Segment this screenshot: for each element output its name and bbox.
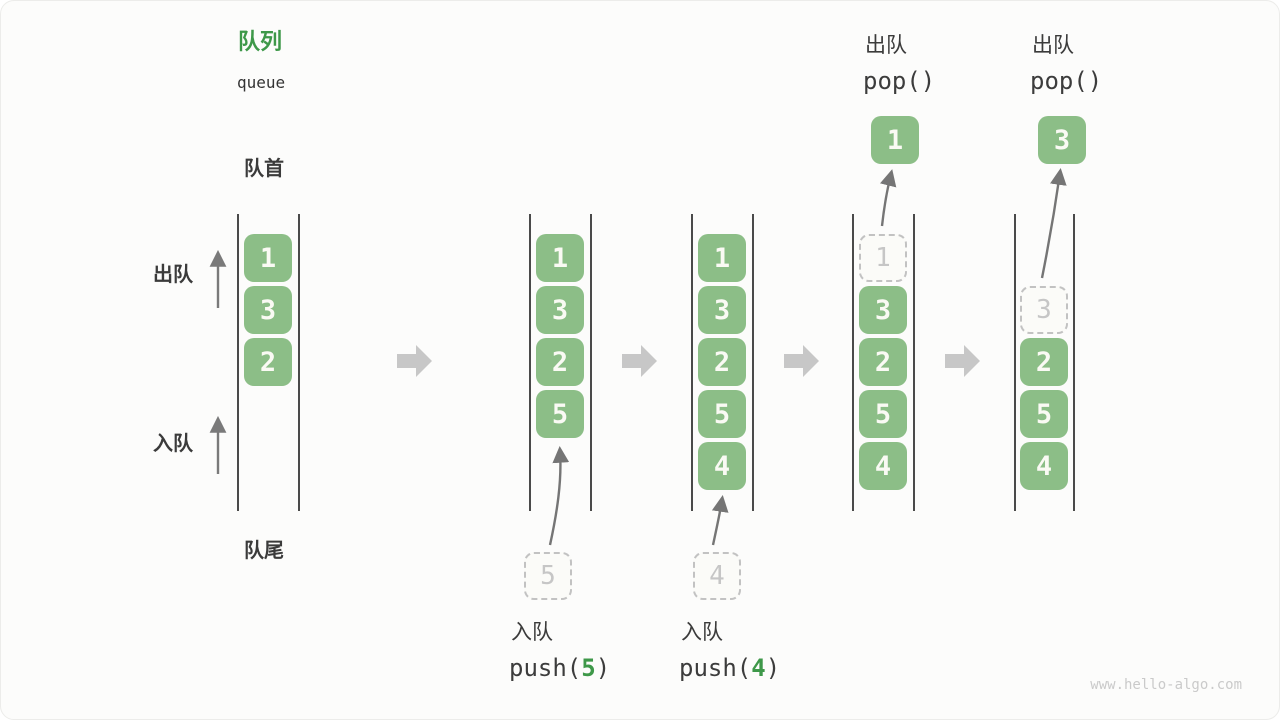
label-queue-front: 队首 bbox=[244, 156, 284, 180]
incoming-ghost-box: 4 bbox=[693, 552, 741, 600]
popped-box: 1 bbox=[871, 116, 919, 164]
page-subtitle: queue bbox=[237, 73, 286, 92]
queue-box: 3 bbox=[244, 286, 292, 334]
queue-box: 3 bbox=[698, 286, 746, 334]
dequeue2-label: 出队 bbox=[1032, 33, 1074, 57]
label-queue-rear: 队尾 bbox=[244, 538, 284, 562]
queue-box: 2 bbox=[1020, 338, 1068, 386]
queue-box: 2 bbox=[859, 338, 907, 386]
popped-box: 3 bbox=[1038, 116, 1086, 164]
flow-arrow-3 bbox=[784, 345, 819, 377]
dequeue1-label: 出队 bbox=[865, 33, 907, 57]
queue-box: 1 bbox=[244, 234, 292, 282]
queue-box: 2 bbox=[244, 338, 292, 386]
flow-arrow-4 bbox=[945, 345, 980, 377]
queue-wall bbox=[529, 214, 531, 511]
queue-wall bbox=[752, 214, 754, 511]
queue-box: 4 bbox=[859, 442, 907, 490]
queue-wall bbox=[298, 214, 300, 511]
incoming-ghost-box: 5 bbox=[524, 552, 572, 600]
enqueue5-label: 入队 bbox=[511, 620, 553, 644]
code-text: push( bbox=[679, 654, 752, 682]
code-arg: 5 bbox=[581, 654, 596, 682]
push5-arrow bbox=[548, 445, 570, 546]
queue-wall bbox=[237, 214, 239, 511]
push4-arrow bbox=[711, 495, 729, 546]
queue-wall bbox=[691, 214, 693, 511]
queue-wall bbox=[913, 214, 915, 511]
queue-box: 4 bbox=[698, 442, 746, 490]
flow-arrow-1 bbox=[397, 345, 432, 377]
enqueue5-code: push(5) bbox=[509, 655, 610, 681]
queue-box: 3 bbox=[536, 286, 584, 334]
code-text: ) bbox=[765, 654, 781, 682]
label-enqueue: 入队 bbox=[153, 431, 193, 455]
code-arg: 4 bbox=[751, 654, 766, 682]
code-text: push( bbox=[509, 654, 582, 682]
queue-box: 2 bbox=[698, 338, 746, 386]
enqueue4-label: 入队 bbox=[681, 620, 723, 644]
queue-box: 3 bbox=[859, 286, 907, 334]
queue-wall bbox=[1073, 214, 1075, 511]
dequeue2-code: pop() bbox=[1030, 67, 1103, 95]
queue-box: 5 bbox=[1020, 390, 1068, 438]
pop3-arrow bbox=[1040, 168, 1067, 279]
queue-box: 5 bbox=[859, 390, 907, 438]
removed-ghost-box: 1 bbox=[859, 234, 907, 282]
code-text: ) bbox=[595, 654, 611, 682]
queue-box: 4 bbox=[1020, 442, 1068, 490]
enqueue4-code: push(4) bbox=[679, 655, 780, 681]
removed-ghost-box: 3 bbox=[1020, 286, 1068, 334]
watermark: www.hello-algo.com bbox=[1090, 677, 1242, 693]
queue-box: 1 bbox=[536, 234, 584, 282]
queue-wall bbox=[590, 214, 592, 511]
label-dequeue: 出队 bbox=[153, 262, 193, 286]
queue-box: 5 bbox=[536, 390, 584, 438]
queue-box: 2 bbox=[536, 338, 584, 386]
queue-wall bbox=[852, 214, 854, 511]
queue-box: 5 bbox=[698, 390, 746, 438]
flow-arrow-2 bbox=[622, 345, 657, 377]
page-title: 队列 bbox=[238, 30, 283, 55]
pop1-arrow bbox=[879, 169, 897, 227]
queue-box: 1 bbox=[698, 234, 746, 282]
queue-wall bbox=[1014, 214, 1016, 511]
dequeue1-code: pop() bbox=[863, 67, 936, 95]
